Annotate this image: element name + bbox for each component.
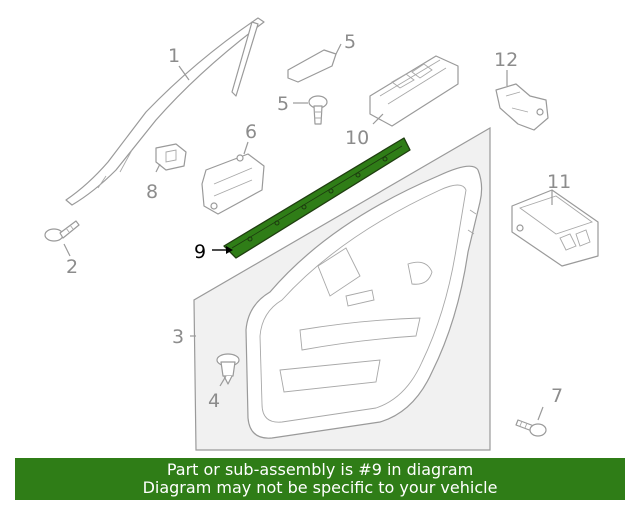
callout-2: 2 [66,256,78,278]
screw-part-7[interactable] [515,419,547,437]
callout-9-arrow [212,246,233,254]
callout-leaders [63,43,553,421]
bracket-part-12[interactable] [495,83,549,131]
screw-part-2[interactable] [44,220,80,242]
callout-9[interactable]: 9 [194,241,206,263]
callout-6: 6 [245,121,257,143]
window-switch-part-10[interactable] [369,55,459,127]
callout-7: 7 [551,385,563,407]
clip-part-8[interactable] [155,143,187,171]
callout-4: 4 [208,390,220,412]
callout-10: 10 [345,127,369,149]
banner-line-part: Part or sub-assembly is #9 in diagram [166,460,474,479]
belt-weatherstrip-part-9[interactable] [223,137,411,259]
bracket-part-5[interactable] [287,49,337,83]
switch-assembly-part-11[interactable] [511,189,599,267]
clip-part-4[interactable] [216,353,240,385]
part-info-banner: Part or sub-assembly is #9 in diagram Di… [15,458,625,500]
screw-part-5[interactable] [308,95,328,125]
inside-handle-part-6[interactable] [201,153,265,215]
glass-run-channel-part[interactable] [65,17,265,206]
callout-8: 8 [146,181,158,203]
callout-12: 12 [494,49,518,71]
callout-5-upper: 5 [344,31,356,53]
callout-1: 1 [168,45,180,67]
banner-line-disclaimer: Diagram may not be specific to your vehi… [142,478,498,497]
callout-3: 3 [172,326,184,348]
callout-5-lower: 5 [277,93,289,115]
door-trim-panel-part[interactable] [193,126,491,451]
callout-11: 11 [547,171,571,193]
